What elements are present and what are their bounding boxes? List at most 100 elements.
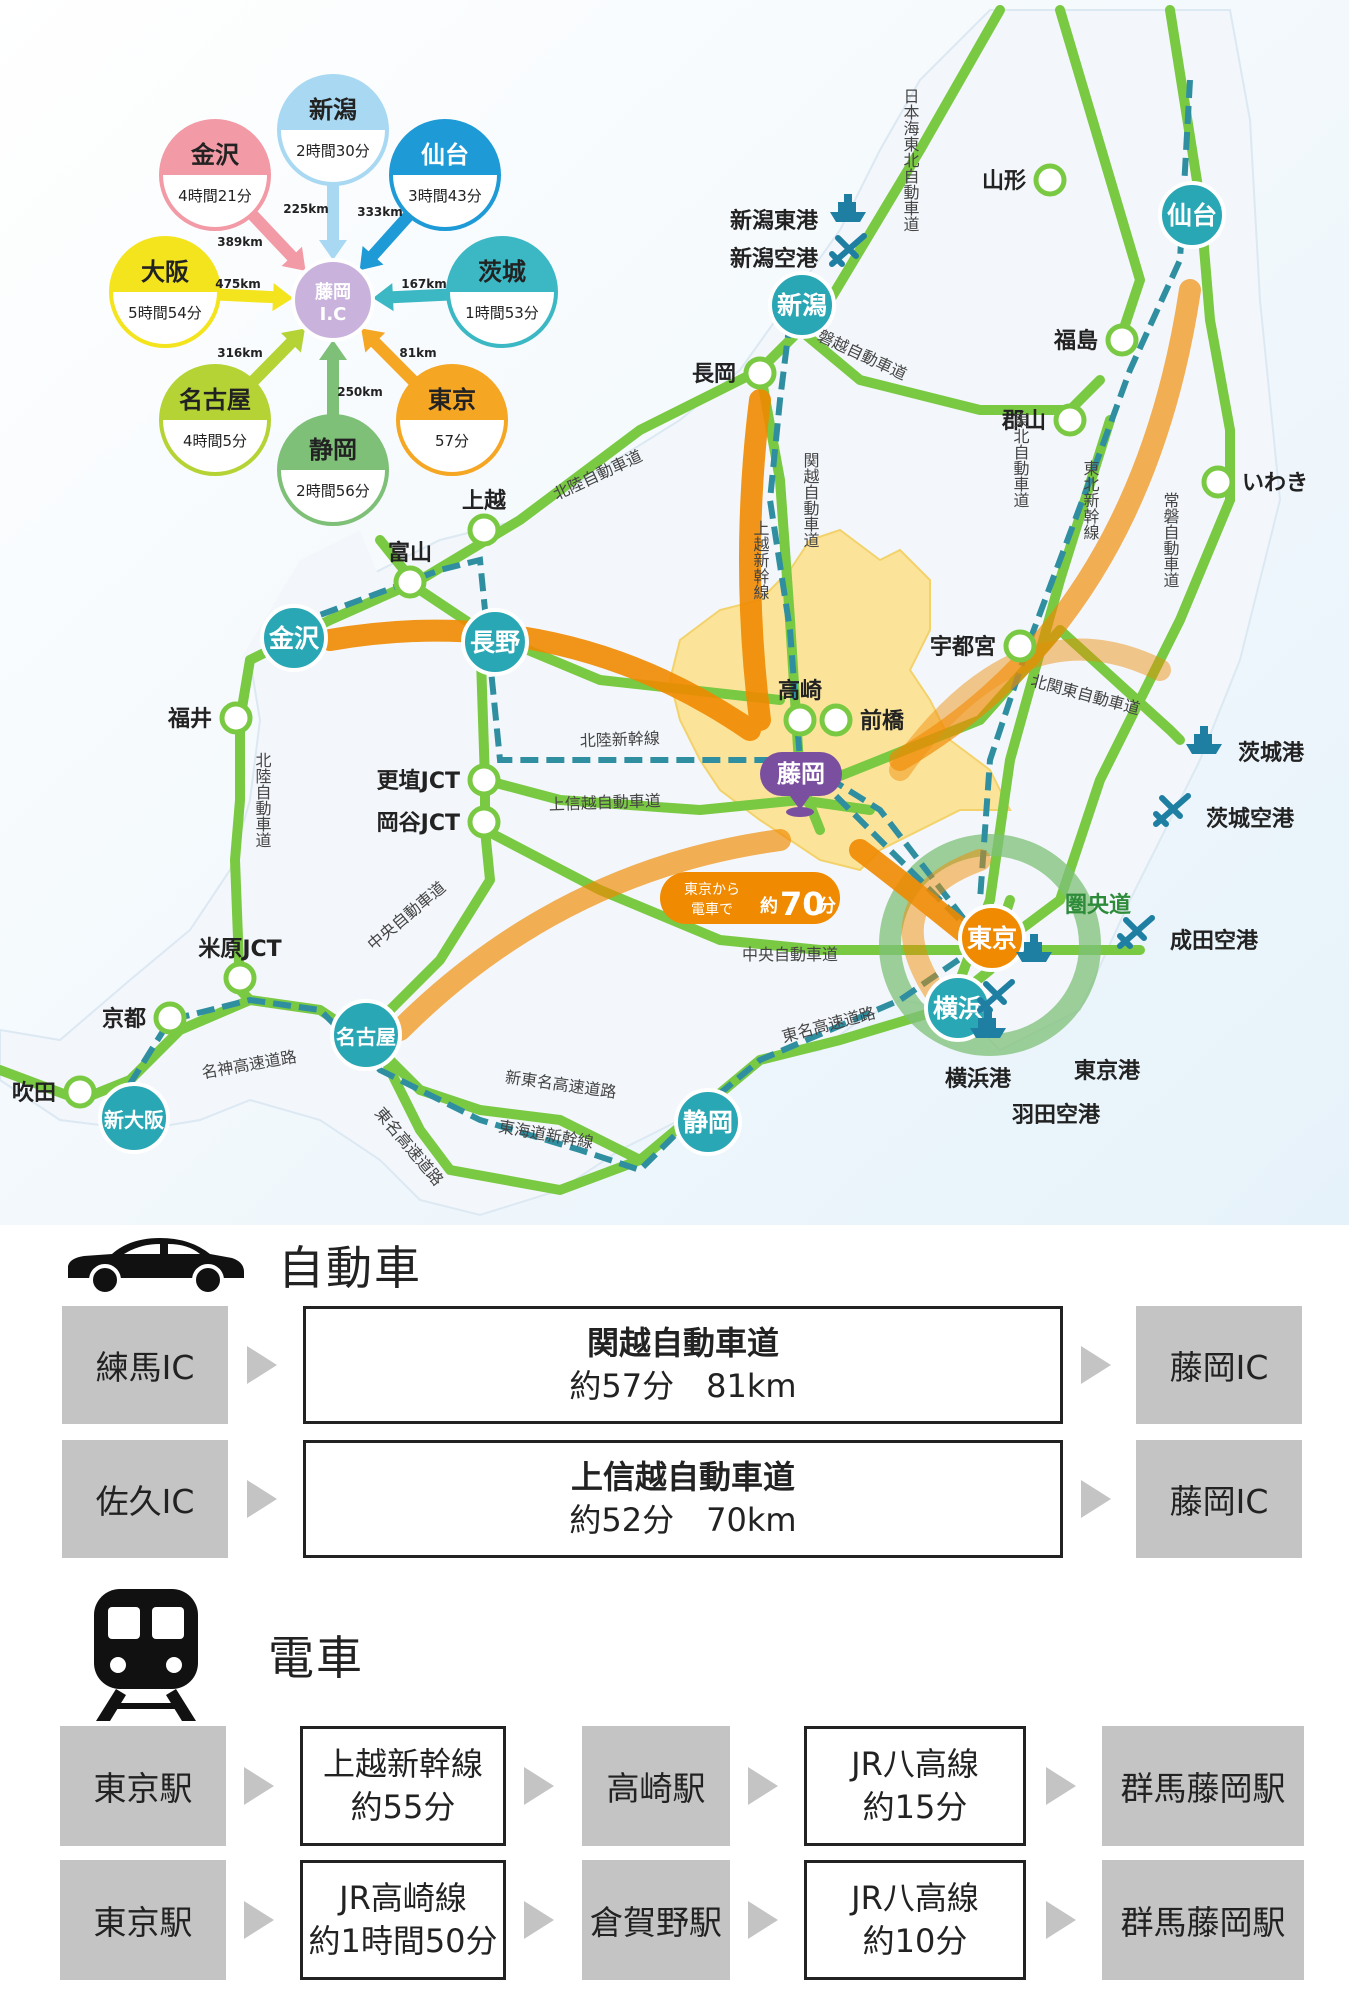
train-leg-1: JR高崎線約1時間50分	[300, 1860, 506, 1980]
hub-city-3[interactable]: 長野	[461, 608, 529, 676]
car-section-header: 自動車	[60, 1232, 422, 1298]
city-marker-8[interactable]: 高崎	[778, 678, 822, 737]
distance-time: 3時間43分	[408, 187, 482, 205]
city-marker-10[interactable]: 宇都宮	[930, 629, 1037, 663]
svg-text:藤岡: 藤岡	[315, 281, 351, 303]
port-5[interactable]: 東京港	[1016, 934, 1141, 1084]
city-label: 郡山	[1001, 409, 1046, 434]
distance-km: 81km	[399, 346, 436, 360]
fujioka-marker[interactable]: 藤岡	[760, 752, 842, 817]
airport-1[interactable]: 新潟空港	[730, 233, 867, 272]
train-icon	[94, 1589, 198, 1721]
city-label: 岡谷JCT	[377, 811, 460, 836]
hub-city-0[interactable]: 新潟	[768, 271, 836, 339]
distance-time: 57分	[435, 432, 469, 450]
hub-city-4[interactable]: 名古屋	[330, 999, 402, 1071]
train-line-time: 約10分	[862, 1922, 968, 1960]
road-label-11: 北陸自動車道	[253, 752, 272, 848]
distance-km: 316km	[217, 346, 263, 360]
distance-city: 東京	[428, 386, 476, 414]
city-marker-1[interactable]: 福島	[1053, 323, 1139, 357]
arrow-right-icon	[244, 1901, 274, 1939]
hub-city-6[interactable]: 新大阪	[98, 1082, 170, 1154]
distance-km: 475km	[215, 277, 261, 291]
city-marker-11[interactable]: 吹田	[12, 1075, 97, 1109]
city-label: 吹田	[12, 1080, 56, 1106]
port-label: 東京港	[1074, 1058, 1141, 1084]
hub-city-8[interactable]: 東京	[958, 904, 1026, 972]
distance-3[interactable]: 東京 57分 81km	[361, 328, 508, 476]
svg-text:分: 分	[818, 896, 836, 917]
port-label: 新潟空港	[730, 246, 819, 272]
svg-text:70: 70	[780, 885, 825, 923]
city-marker-0[interactable]: 山形	[982, 163, 1067, 197]
car-origin: 練馬IC	[62, 1306, 228, 1424]
svg-text:東京から: 東京から	[684, 882, 740, 898]
city-marker-4[interactable]: 長岡	[692, 356, 777, 390]
city-marker-12[interactable]: 京都	[102, 1001, 187, 1035]
port-2[interactable]: 茨城港	[1186, 726, 1305, 766]
airport-3[interactable]: 茨城空港	[1153, 793, 1295, 832]
road-label-13: 中央自動車道	[742, 945, 838, 964]
road-label-5: 東北自動車道	[1011, 412, 1030, 508]
arrow-right-icon	[524, 1767, 554, 1805]
hub-city-5[interactable]: 静岡	[674, 1088, 742, 1156]
arrow-right-icon	[247, 1480, 277, 1518]
train-section-header: 電車	[86, 1585, 364, 1725]
svg-text:中央自動車道: 中央自動車道	[742, 945, 838, 964]
city-marker-9[interactable]: 前橋	[819, 703, 905, 737]
distance-km: 389km	[217, 235, 263, 249]
city-marker-7[interactable]: 福井	[167, 701, 253, 735]
city-marker-3[interactable]: いわき	[1201, 465, 1308, 499]
city-marker-15[interactable]: 岡谷JCT	[377, 805, 501, 839]
ring-road-label: 圏央道	[1065, 892, 1131, 918]
svg-text:電車で: 電車で	[691, 901, 733, 918]
train-leg-2: JR八高線約15分	[804, 1726, 1026, 1846]
port-0[interactable]: 新潟東港	[730, 194, 866, 234]
distance-time: 5時間54分	[128, 304, 202, 322]
hub-city-label: 静岡	[683, 1108, 733, 1137]
city-marker-2[interactable]: 郡山	[1001, 403, 1087, 437]
city-marker-6[interactable]: 富山	[388, 540, 432, 599]
airport-7[interactable]: 羽田空港	[977, 979, 1101, 1128]
train-line-time: 約1時間50分	[308, 1922, 498, 1960]
airport-4[interactable]: 成田空港	[1117, 915, 1259, 954]
city-marker-5[interactable]: 上越	[462, 489, 507, 547]
hub-city-1[interactable]: 仙台	[1158, 181, 1226, 249]
hub-city-7[interactable]: 横浜	[924, 974, 992, 1042]
svg-text:北陸新幹線: 北陸新幹線	[579, 729, 660, 751]
city-marker-14[interactable]: 更埴JCT	[377, 763, 501, 797]
train-note-badge: 東京から 電車で 約 70 分	[660, 872, 840, 924]
city-marker-13[interactable]: 米原JCT	[198, 937, 282, 995]
distance-city: 新潟	[309, 96, 357, 124]
city-label: 福井	[167, 707, 212, 732]
arrow-right-icon	[748, 1901, 778, 1939]
hub-city-2[interactable]: 金沢	[260, 604, 328, 672]
city-label: 高崎	[778, 678, 822, 704]
distance-time: 2時間56分	[296, 482, 370, 500]
svg-text:約: 約	[760, 895, 778, 917]
hub-city-label: 新潟	[777, 291, 827, 320]
port-label: 茨城港	[1238, 740, 1305, 766]
hub-city-label: 長野	[470, 628, 520, 657]
car-route-detail: 約52分 70km	[569, 1501, 797, 1539]
port-6[interactable]: 横浜港	[945, 1010, 1012, 1092]
svg-text:上越新幹線: 上越新幹線	[751, 520, 770, 600]
hub-city-label: 名古屋	[336, 1025, 396, 1049]
train-transfer-station: 倉賀野駅	[582, 1860, 730, 1980]
car-route: 関越自動車道約57分 81km	[303, 1306, 1063, 1424]
arrow-right-icon	[524, 1901, 554, 1939]
car-section-title: 自動車	[278, 1241, 422, 1295]
city-label: 富山	[388, 540, 432, 566]
ship-icon	[1186, 726, 1222, 754]
train-line-time: 約15分	[862, 1788, 968, 1826]
road-label-6: 東北新幹線	[1081, 460, 1100, 540]
city-label: 京都	[102, 1006, 146, 1032]
